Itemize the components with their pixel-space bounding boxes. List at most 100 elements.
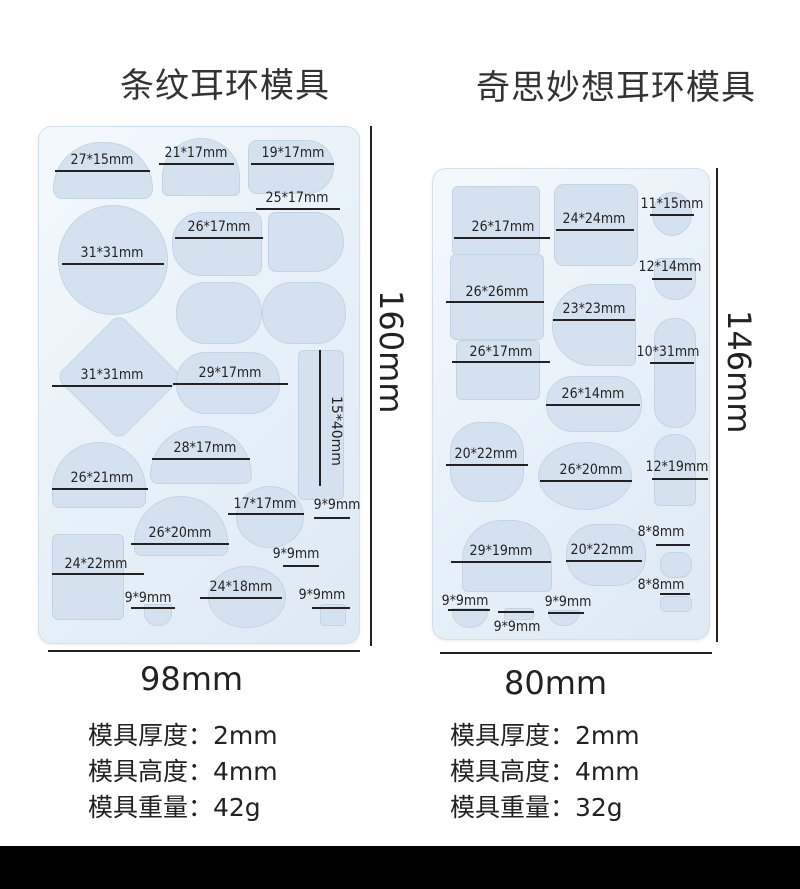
size-label: 26*21mm [70,470,134,486]
width-dimension-label: 98mm [140,660,244,698]
left-spec-height: 模具高度：4mm [88,757,278,786]
size-label: 24*24mm [562,211,626,227]
cavity [450,254,544,340]
cavity [450,422,524,502]
size-label: 24*18mm [209,579,273,595]
left-spec-weight: 模具重量：42g [88,793,261,822]
size-label: 9*9mm [298,587,346,603]
cavity [660,552,692,578]
left-mold-title: 条纹耳环模具 [120,66,330,106]
cavity [52,442,146,508]
width-dimension-line [48,650,360,652]
size-label: 20*22mm [570,542,634,558]
label-underline [256,208,340,210]
cavity [552,284,636,366]
height-dimension-label: 160mm [372,290,410,414]
size-label: 21*17mm [164,145,228,161]
cavity [456,340,540,400]
label-underline [152,458,250,460]
cavity [538,442,632,510]
bottom-black-bar [0,846,800,889]
cavity [268,212,344,272]
size-label: 26*17mm [469,344,533,360]
right-spec-thickness: 模具厚度：2mm [450,721,640,750]
size-label: 9*9mm [272,546,320,562]
cavity [162,138,240,196]
height-dimension-line [370,126,372,646]
label-underline [52,385,172,387]
size-label: 12*19mm [645,459,709,475]
size-label: 26*26mm [465,284,529,300]
size-label: 31*31mm [80,245,144,261]
width-dimension-label: 80mm [504,664,608,702]
size-label: 9*9mm [544,594,592,610]
width-dimension-line [440,652,712,654]
label-underline [131,607,175,609]
cavity [554,184,638,266]
label-underline [228,513,304,515]
size-label: 27*15mm [70,152,134,168]
size-label: 26*14mm [561,386,625,402]
label-underline [55,170,150,172]
size-label: 26*17mm [187,219,251,235]
label-underline [52,488,148,490]
cavity [176,282,262,344]
label-underline [498,611,534,613]
label-underline [556,229,634,231]
label-vertical-line [319,350,321,486]
size-label: 9*9mm [313,497,361,513]
label-underline [650,214,694,216]
size-label: 8*8mm [637,577,685,593]
label-underline [546,404,640,406]
cavity [654,434,696,506]
label-underline [62,263,164,265]
label-underline [656,544,690,546]
cavity [52,534,124,620]
label-underline [173,383,288,385]
label-underline [650,362,694,364]
size-label-vertical: 15*40mm [328,396,344,466]
size-label: 19*17mm [261,145,325,161]
height-dimension-line [716,168,718,642]
size-label: 31*31mm [80,367,144,383]
height-dimension-label: 146mm [720,310,758,434]
label-underline [452,361,550,363]
size-label: 9*9mm [124,590,172,606]
label-underline [652,278,692,280]
cavity [248,140,334,194]
label-underline [251,163,334,165]
cavity [462,520,552,592]
label-underline [446,464,528,466]
right-spec-weight: 模具重量：32g [450,793,623,822]
label-underline [454,237,550,239]
label-underline [566,560,642,562]
right-spec-height: 模具高度：4mm [450,757,640,786]
size-label: 9*9mm [441,593,489,609]
label-underline [540,480,632,482]
cavity [58,205,168,315]
label-underline [159,163,234,165]
size-label: 11*15mm [640,196,704,212]
size-label: 29*17mm [198,365,262,381]
label-underline [314,517,350,519]
size-label: 12*14mm [638,259,702,275]
size-label: 9*9mm [493,619,541,635]
size-label: 24*22mm [64,556,128,572]
size-label: 28*17mm [173,440,237,456]
cavity [660,596,692,612]
size-label: 26*20mm [559,462,623,478]
right-mold-title: 奇思妙想耳环模具 [476,68,756,108]
size-label: 26*17mm [471,219,535,235]
size-label: 20*22mm [454,446,518,462]
cavity [144,604,172,626]
size-label: 8*8mm [637,524,685,540]
cavity [262,282,346,344]
size-label: 23*23mm [562,301,626,317]
cavity [654,318,696,428]
cavity [236,486,304,548]
label-underline [448,609,490,611]
cavity [298,350,344,500]
cavity [566,524,646,586]
label-underline [283,565,319,567]
label-underline [312,607,350,609]
